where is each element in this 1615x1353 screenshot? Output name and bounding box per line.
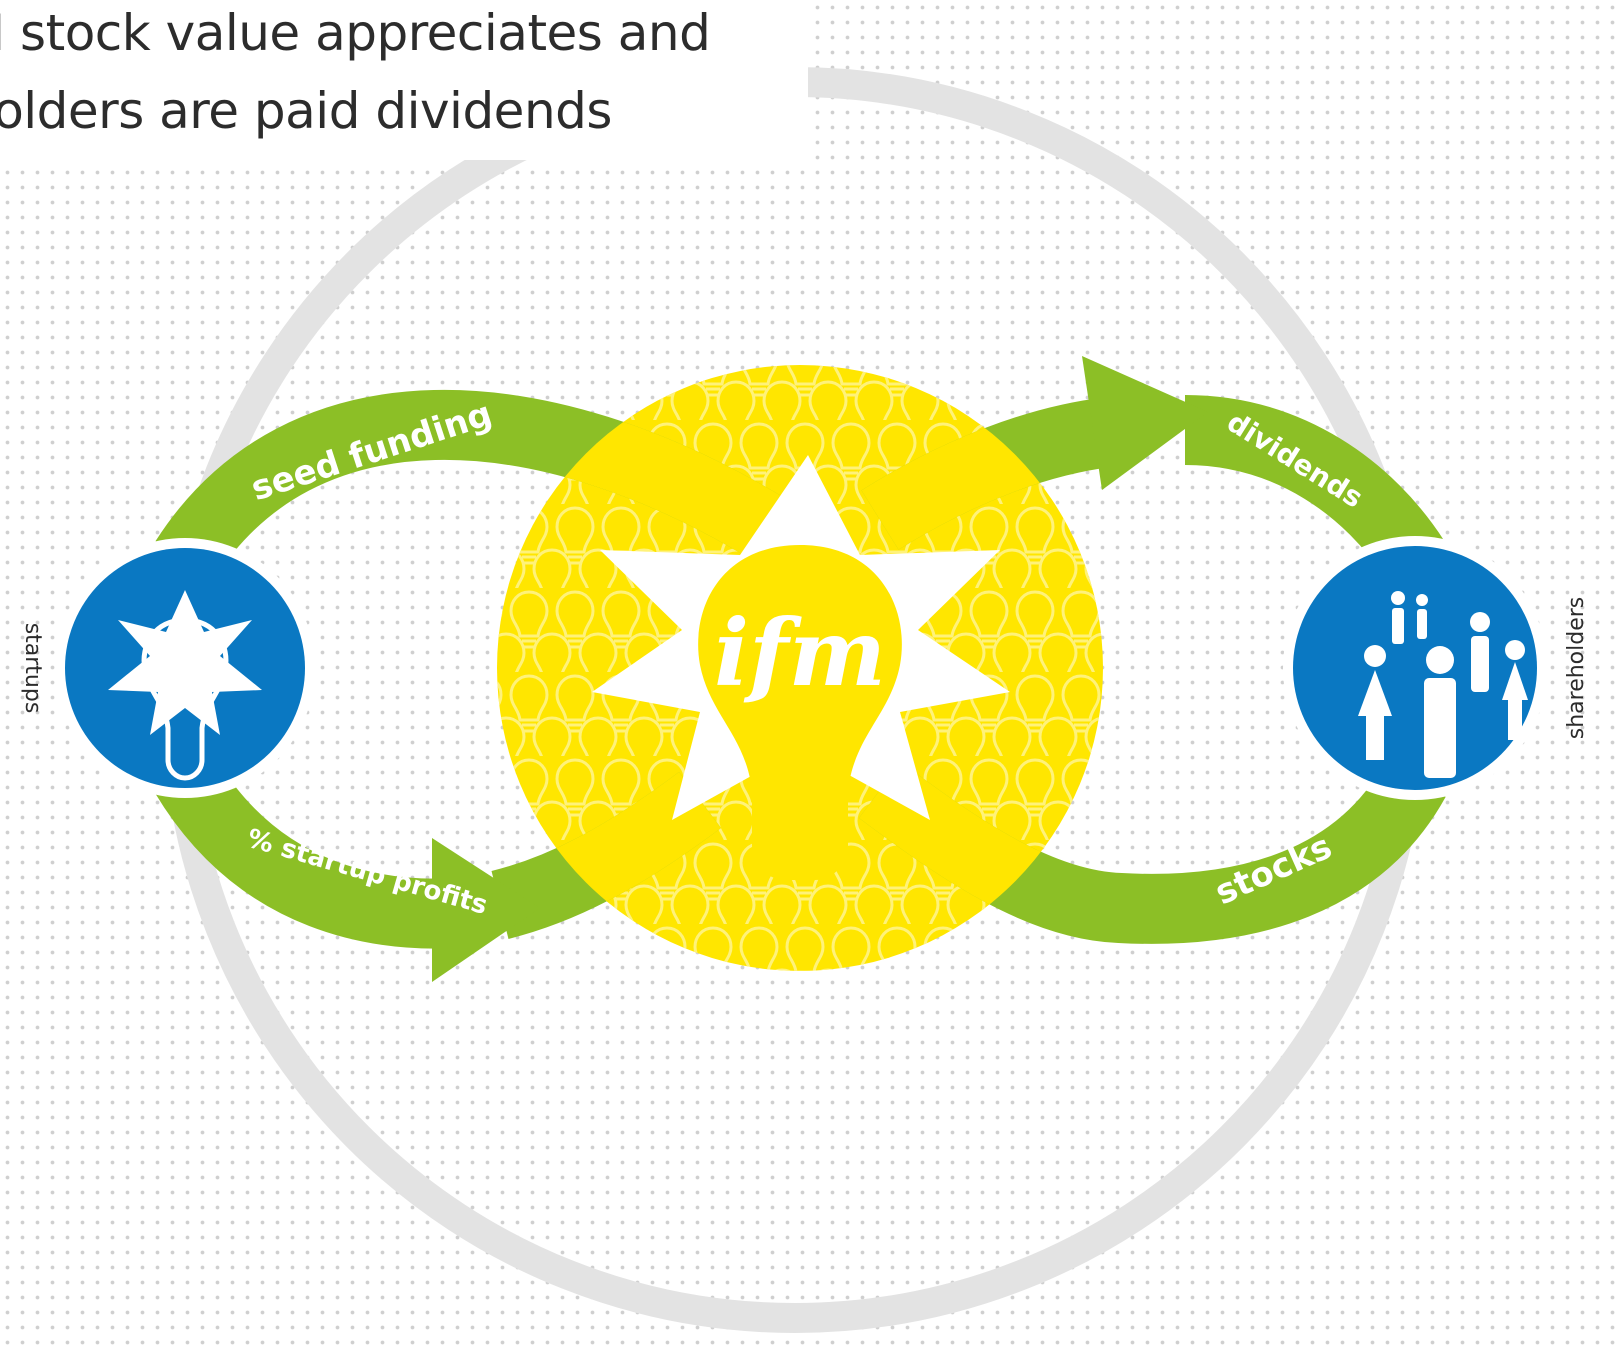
lightbulb-burst-icon: biz — [108, 590, 262, 781]
ifm-logo-text: ifm — [714, 599, 886, 707]
shareholders-node — [1283, 536, 1547, 800]
caption-box: M stock value appreciates and holders ar… — [0, 0, 808, 160]
shareholders-label: shareholders — [1564, 597, 1589, 740]
arrowhead-profits — [432, 838, 540, 982]
startups-label: startups — [20, 623, 45, 714]
people-group-icon — [1358, 591, 1528, 778]
arrowhead-dividends — [1082, 356, 1208, 490]
caption-line-2: holders are paid dividends — [0, 82, 612, 140]
biz-icon-text: biz — [159, 653, 211, 694]
caption-line-1: M stock value appreciates and — [0, 4, 711, 62]
startups-node: biz — [55, 538, 315, 798]
ifm-lightbulb-icon: ifm — [592, 455, 1010, 880]
flow-band-dividends-arc — [1184, 395, 1445, 580]
